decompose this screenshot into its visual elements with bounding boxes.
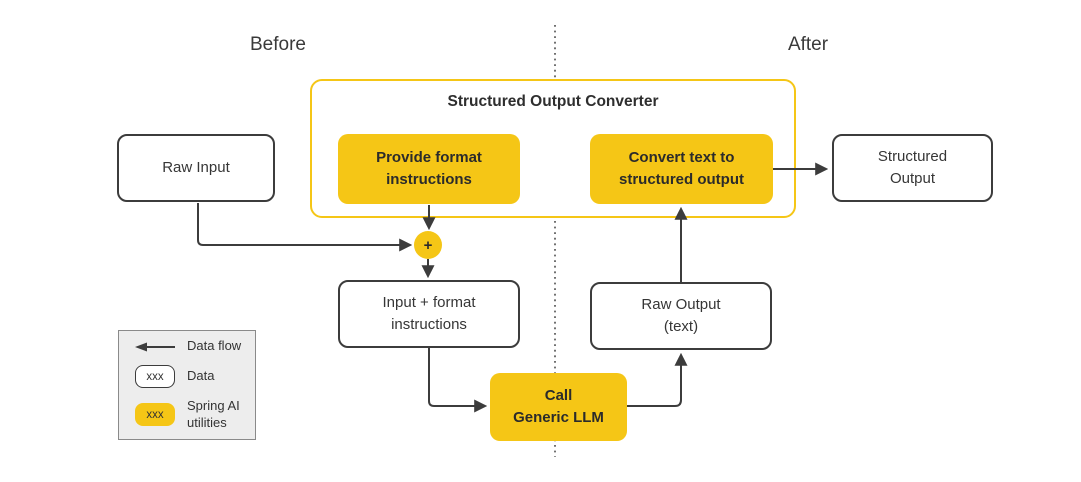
node-structured-output: Structured Output — [832, 134, 993, 202]
node-raw-output-text: Raw Output (text) — [590, 282, 772, 350]
node-convert-text-to-structured-output: Convert text to structured output — [590, 134, 773, 204]
node-raw-output-label: Raw Output (text) — [641, 296, 721, 335]
data-flow-arrow-icon — [135, 342, 175, 352]
before-heading: Before — [250, 34, 306, 55]
converter-group-title: Structured Output Converter — [447, 93, 659, 110]
node-call-generic-llm: Call Generic LLM — [490, 373, 627, 441]
merge-plus-label: + — [423, 236, 433, 254]
legend: Data flow xxx Data xxx Spring AI utiliti… — [118, 330, 256, 440]
arrow-call-llm-to-raw-output — [627, 352, 688, 407]
node-convert-text-label: Convert text to structured output — [619, 149, 744, 188]
node-provide-format-label: Provide format instructions — [376, 149, 482, 188]
node-input-plus-format-instructions: Input + format instructions — [338, 280, 520, 348]
after-heading: After — [787, 34, 829, 55]
legend-item-spring-ai-utilities: xxx Spring AI utilities — [133, 398, 245, 432]
node-structured-output-label: Structured Output — [877, 148, 948, 187]
arrow-input-format-to-call-llm — [428, 348, 488, 413]
legend-item-data-flow: Data flow — [133, 338, 245, 355]
node-input-format-label: Input + format instructions — [382, 294, 476, 333]
node-raw-input: Raw Input — [117, 134, 275, 202]
legend-spring-ai-label: Spring AI utilities — [187, 398, 240, 430]
legend-data-label: Data — [187, 368, 215, 384]
node-provide-format-instructions: Provide format instructions — [338, 134, 520, 204]
merge-plus-node: + — [414, 231, 442, 259]
legend-item-data: xxx Data — [133, 365, 245, 389]
spring-ai-utility-swatch: xxx — [135, 403, 175, 427]
node-raw-input-label: Raw Input — [162, 159, 230, 177]
legend-data-flow-label: Data flow — [187, 338, 242, 354]
node-call-llm-label: Call Generic LLM — [513, 387, 604, 426]
data-node-swatch: xxx — [135, 365, 175, 389]
